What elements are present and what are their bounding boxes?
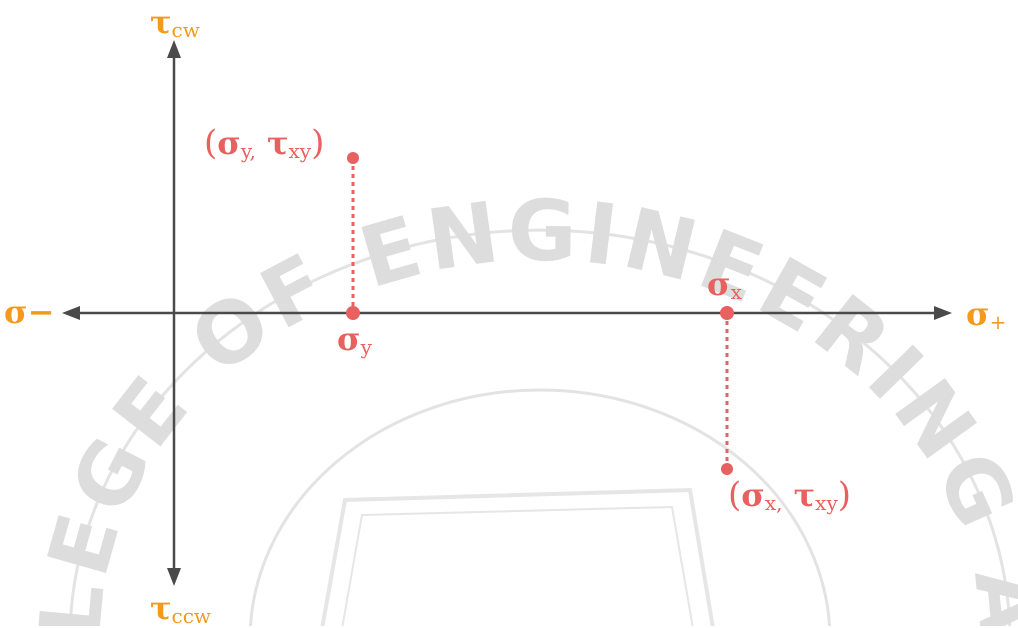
open-paren: ( [728,475,742,515]
sigma-neg-arrow [62,306,80,320]
sigma-symbol: σ [741,476,765,514]
point-sigma-x [720,306,734,320]
tau-symbol: τ [267,124,289,162]
sigma-symbol: σ [4,293,28,331]
axes [62,40,952,586]
sigma-y-tau-xy-label: (σy, τxy) [204,126,324,161]
tau-symbol: τ [793,476,816,514]
point-sigma-y [346,306,360,320]
sigma-subscript: y, [240,139,256,163]
sigma-x-subscript: x [730,280,742,304]
sigma-positive-label: σ+ [966,298,1006,332]
sigma-subscript: x, [764,491,783,515]
tau-ccw-label: τccw [150,592,211,626]
tau-symbol: τ [150,3,172,41]
sigma-x-label: σx [707,268,742,302]
open-paren: ( [204,123,218,163]
positive-sign: + [989,310,1007,334]
sigma-symbol: σ [337,320,361,358]
sigma-symbol: σ [217,124,241,162]
tau-cw-label: τcw [150,6,200,40]
negative-sign: − [27,293,55,331]
tau-cw-arrow [167,40,181,58]
tau-subscript: xy [815,491,838,515]
sigma-symbol: σ [966,295,990,333]
sigma-y-subscript: y [360,335,372,359]
stress-points [346,152,734,475]
sigma-x-tau-xy-label: (σx, τxy) [728,478,851,513]
close-paren: ) [311,123,325,163]
tau-subscript: xy [288,139,312,163]
point-sigma-x-tau [721,463,733,475]
tau-symbol: τ [150,589,172,627]
point-sigma-y-tau [347,152,359,164]
tau-ccw-arrow [167,568,181,586]
sigma-symbol: σ [707,265,731,303]
sigma-pos-arrow [934,306,952,320]
tau-ccw-subscript: ccw [171,604,212,628]
sigma-negative-label: σ− [4,296,54,328]
sigma-y-label: σy [337,323,372,357]
tau-cw-subscript: cw [171,18,200,42]
close-paren: ) [837,475,852,515]
